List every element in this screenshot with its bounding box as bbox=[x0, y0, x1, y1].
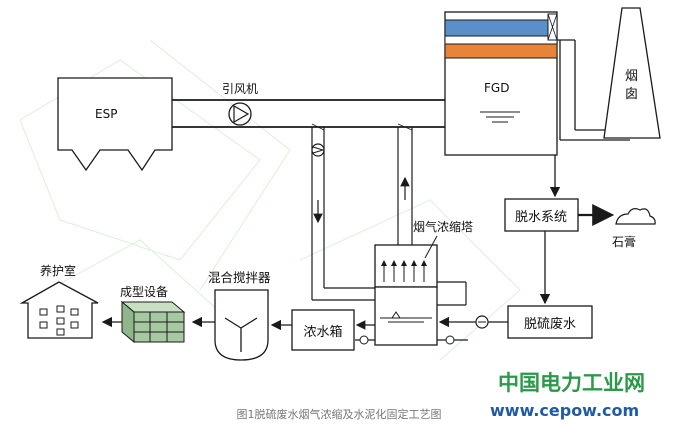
fgd-tower bbox=[444, 11, 558, 156]
mixer bbox=[214, 289, 269, 361]
watermark-line2: www.cepow.com bbox=[490, 401, 639, 420]
fgd-label: FGD bbox=[484, 81, 509, 95]
gypsum-pile-icon bbox=[615, 208, 656, 225]
chimney-label-char2: 囱 bbox=[625, 87, 638, 102]
wastewater-box bbox=[507, 305, 593, 339]
dewater-box bbox=[504, 198, 579, 232]
molding-equipment bbox=[120, 300, 186, 344]
branch-ducts bbox=[311, 127, 413, 301]
flue-duct bbox=[172, 99, 445, 128]
curing-room-label: 养护室 bbox=[40, 263, 76, 278]
fan-label: 引风机 bbox=[222, 82, 258, 96]
mixer-label: 混合搅拌器 bbox=[208, 270, 271, 285]
chimney-label-char1: 烟 bbox=[625, 69, 638, 84]
molding-label: 成型设备 bbox=[120, 285, 168, 299]
concentrator-tower bbox=[374, 244, 438, 346]
esp-label: ESP bbox=[95, 107, 117, 121]
valve-icon-2 bbox=[359, 335, 369, 345]
pump-icon bbox=[475, 315, 489, 329]
fan-icon bbox=[228, 102, 252, 126]
concentrator-label: 烟气浓缩塔 bbox=[413, 219, 473, 234]
esp-unit bbox=[57, 77, 173, 172]
gypsum-label: 石膏 bbox=[612, 234, 636, 249]
concentrator-leader bbox=[424, 235, 438, 259]
figure-caption: 图1脱硫废水烟气浓缩及水泥化固定工艺图 bbox=[237, 407, 442, 421]
recirculation-loop bbox=[437, 281, 467, 306]
duct-hatch bbox=[311, 123, 413, 131]
chimney bbox=[603, 7, 661, 139]
valve-icon bbox=[445, 335, 455, 345]
background-pattern bbox=[19, 39, 521, 361]
watermark-line1: 中国电力工业网 bbox=[498, 371, 645, 395]
curing-room-house bbox=[19, 281, 99, 339]
conc-tank-label: 浓水箱 bbox=[303, 324, 342, 340]
wastewater-label: 脱硫废水 bbox=[524, 316, 576, 332]
conc-tank-box bbox=[291, 309, 355, 351]
dewater-label: 脱水系统 bbox=[515, 210, 567, 225]
